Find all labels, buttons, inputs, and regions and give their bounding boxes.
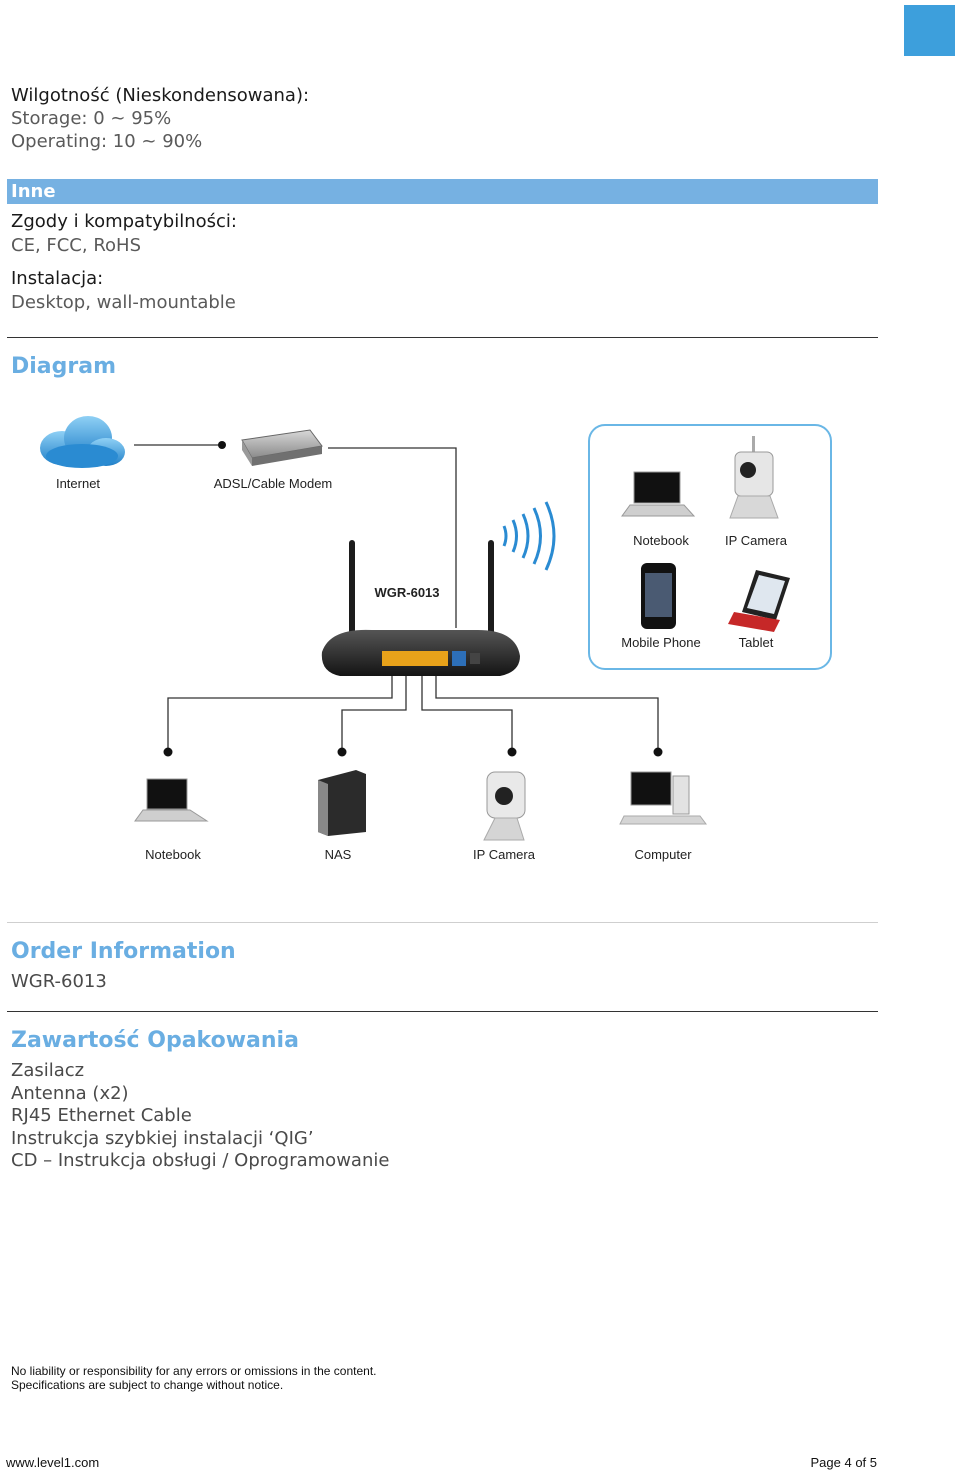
modem-icon xyxy=(241,429,323,466)
section-bar-other: Inne xyxy=(7,179,878,204)
wireless-device-label: Notebook xyxy=(633,533,689,548)
computer-icon xyxy=(619,771,707,825)
wired-device-label: Notebook xyxy=(145,847,201,862)
diagram-heading: Diagram xyxy=(11,354,117,379)
install-value: Desktop, wall-mountable xyxy=(11,292,236,313)
package-item: CD – Instrukcja obsługi / Oprogramowanie xyxy=(11,1150,390,1171)
network-diagram: Internet ADSL/Cable Modem WGR-6013 xyxy=(40,416,832,862)
package-heading: Zawartość Opakowania xyxy=(11,1028,299,1053)
cert-label: Zgody i kompatybilności: xyxy=(11,211,237,232)
package-item: Antenna (x2) xyxy=(11,1083,129,1104)
ip-camera-icon xyxy=(483,771,526,841)
wired-device-label: IP Camera xyxy=(473,847,536,862)
corner-tab-marker xyxy=(904,5,955,56)
wired-device-label: Computer xyxy=(634,847,692,862)
section-bar-title: Inne xyxy=(11,181,56,202)
cert-value: CE, FCC, RoHS xyxy=(11,235,141,256)
wired-device-label: NAS xyxy=(325,847,352,862)
internet-label: Internet xyxy=(56,476,100,491)
tablet-icon xyxy=(728,570,790,632)
modem-label: ADSL/Cable Modem xyxy=(214,476,333,491)
package-item: Zasilacz xyxy=(11,1060,85,1081)
mobile-phone-icon xyxy=(641,563,676,629)
disclaimer-text: No liability or responsibility for any e… xyxy=(11,1364,377,1378)
install-label: Instalacja: xyxy=(11,268,104,289)
divider xyxy=(7,922,878,923)
page-number: Page 4 of 5 xyxy=(810,1455,878,1470)
operating-humidity: Operating: 10 ~ 90% xyxy=(11,131,203,152)
laptop-icon xyxy=(621,471,696,517)
router-label: WGR-6013 xyxy=(374,585,439,600)
package-item: Instrukcja szybkiej instalacji ‘QIG’ xyxy=(11,1128,314,1149)
divider xyxy=(7,337,878,338)
laptop-icon xyxy=(134,778,209,822)
wireless-device-label: IP Camera xyxy=(725,533,788,548)
nas-icon xyxy=(318,770,366,836)
wireless-device-label: Mobile Phone xyxy=(621,635,701,650)
humidity-label: Wilgotność (Nieskondensowana): xyxy=(11,85,310,106)
divider xyxy=(7,1011,878,1012)
router-icon xyxy=(321,540,520,676)
package-item: RJ45 Ethernet Cable xyxy=(11,1105,192,1126)
order-heading: Order Information xyxy=(11,939,236,964)
wireless-device-label: Tablet xyxy=(739,635,774,650)
storage-humidity: Storage: 0 ~ 95% xyxy=(11,108,172,129)
website-link[interactable]: www.level1.com xyxy=(6,1455,100,1470)
order-model: WGR-6013 xyxy=(11,971,107,992)
cloud-icon xyxy=(40,416,125,468)
wifi-signal-icon xyxy=(502,501,556,571)
ip-camera-icon xyxy=(729,436,779,519)
disclaimer-text: Specifications are subject to change wit… xyxy=(11,1378,284,1392)
